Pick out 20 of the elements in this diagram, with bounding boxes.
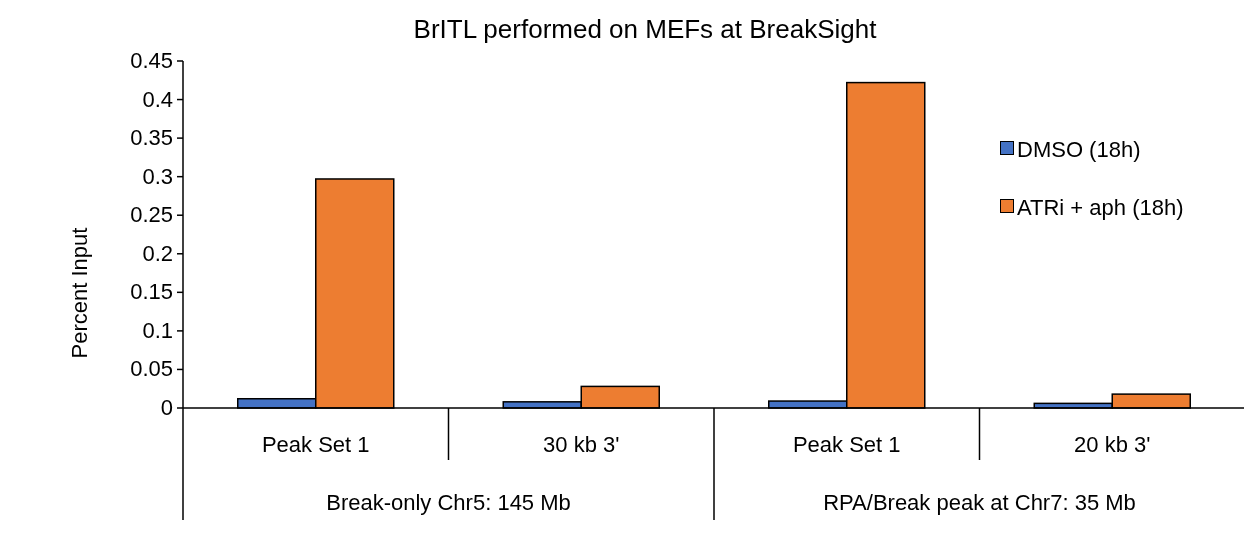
tick-label: 0.35 [129,127,173,150]
chart-title: BrITL performed on MEFs at BreakSight [412,16,878,42]
axis-title: Percent Input [69,226,91,361]
tick-label: 0.2 [141,242,173,265]
group-label: Break-only Chr5: 145 Mb [325,492,572,514]
category-label: 30 kb 3' [542,434,621,456]
tick-label: 0.25 [129,204,173,227]
tick-label: 0 [159,397,173,419]
tick-label: 0.05 [129,358,173,381]
tick-label: 0.1 [141,319,173,342]
tick-label: 0.4 [141,88,173,111]
tick-label: 0.45 [129,50,173,72]
group-label: RPA/Break peak at Chr7: 35 Mb [822,492,1137,514]
category-label: 20 kb 3' [1073,434,1152,456]
tick-label: 0.15 [129,281,173,304]
category-label: Peak Set 1 [260,434,371,456]
legend-label: ATRi + aph (18h) [1017,194,1185,222]
category-label: Peak Set 1 [791,434,902,456]
tick-label: 0.3 [141,165,173,188]
legend-label: DMSO (18h) [1017,136,1142,164]
